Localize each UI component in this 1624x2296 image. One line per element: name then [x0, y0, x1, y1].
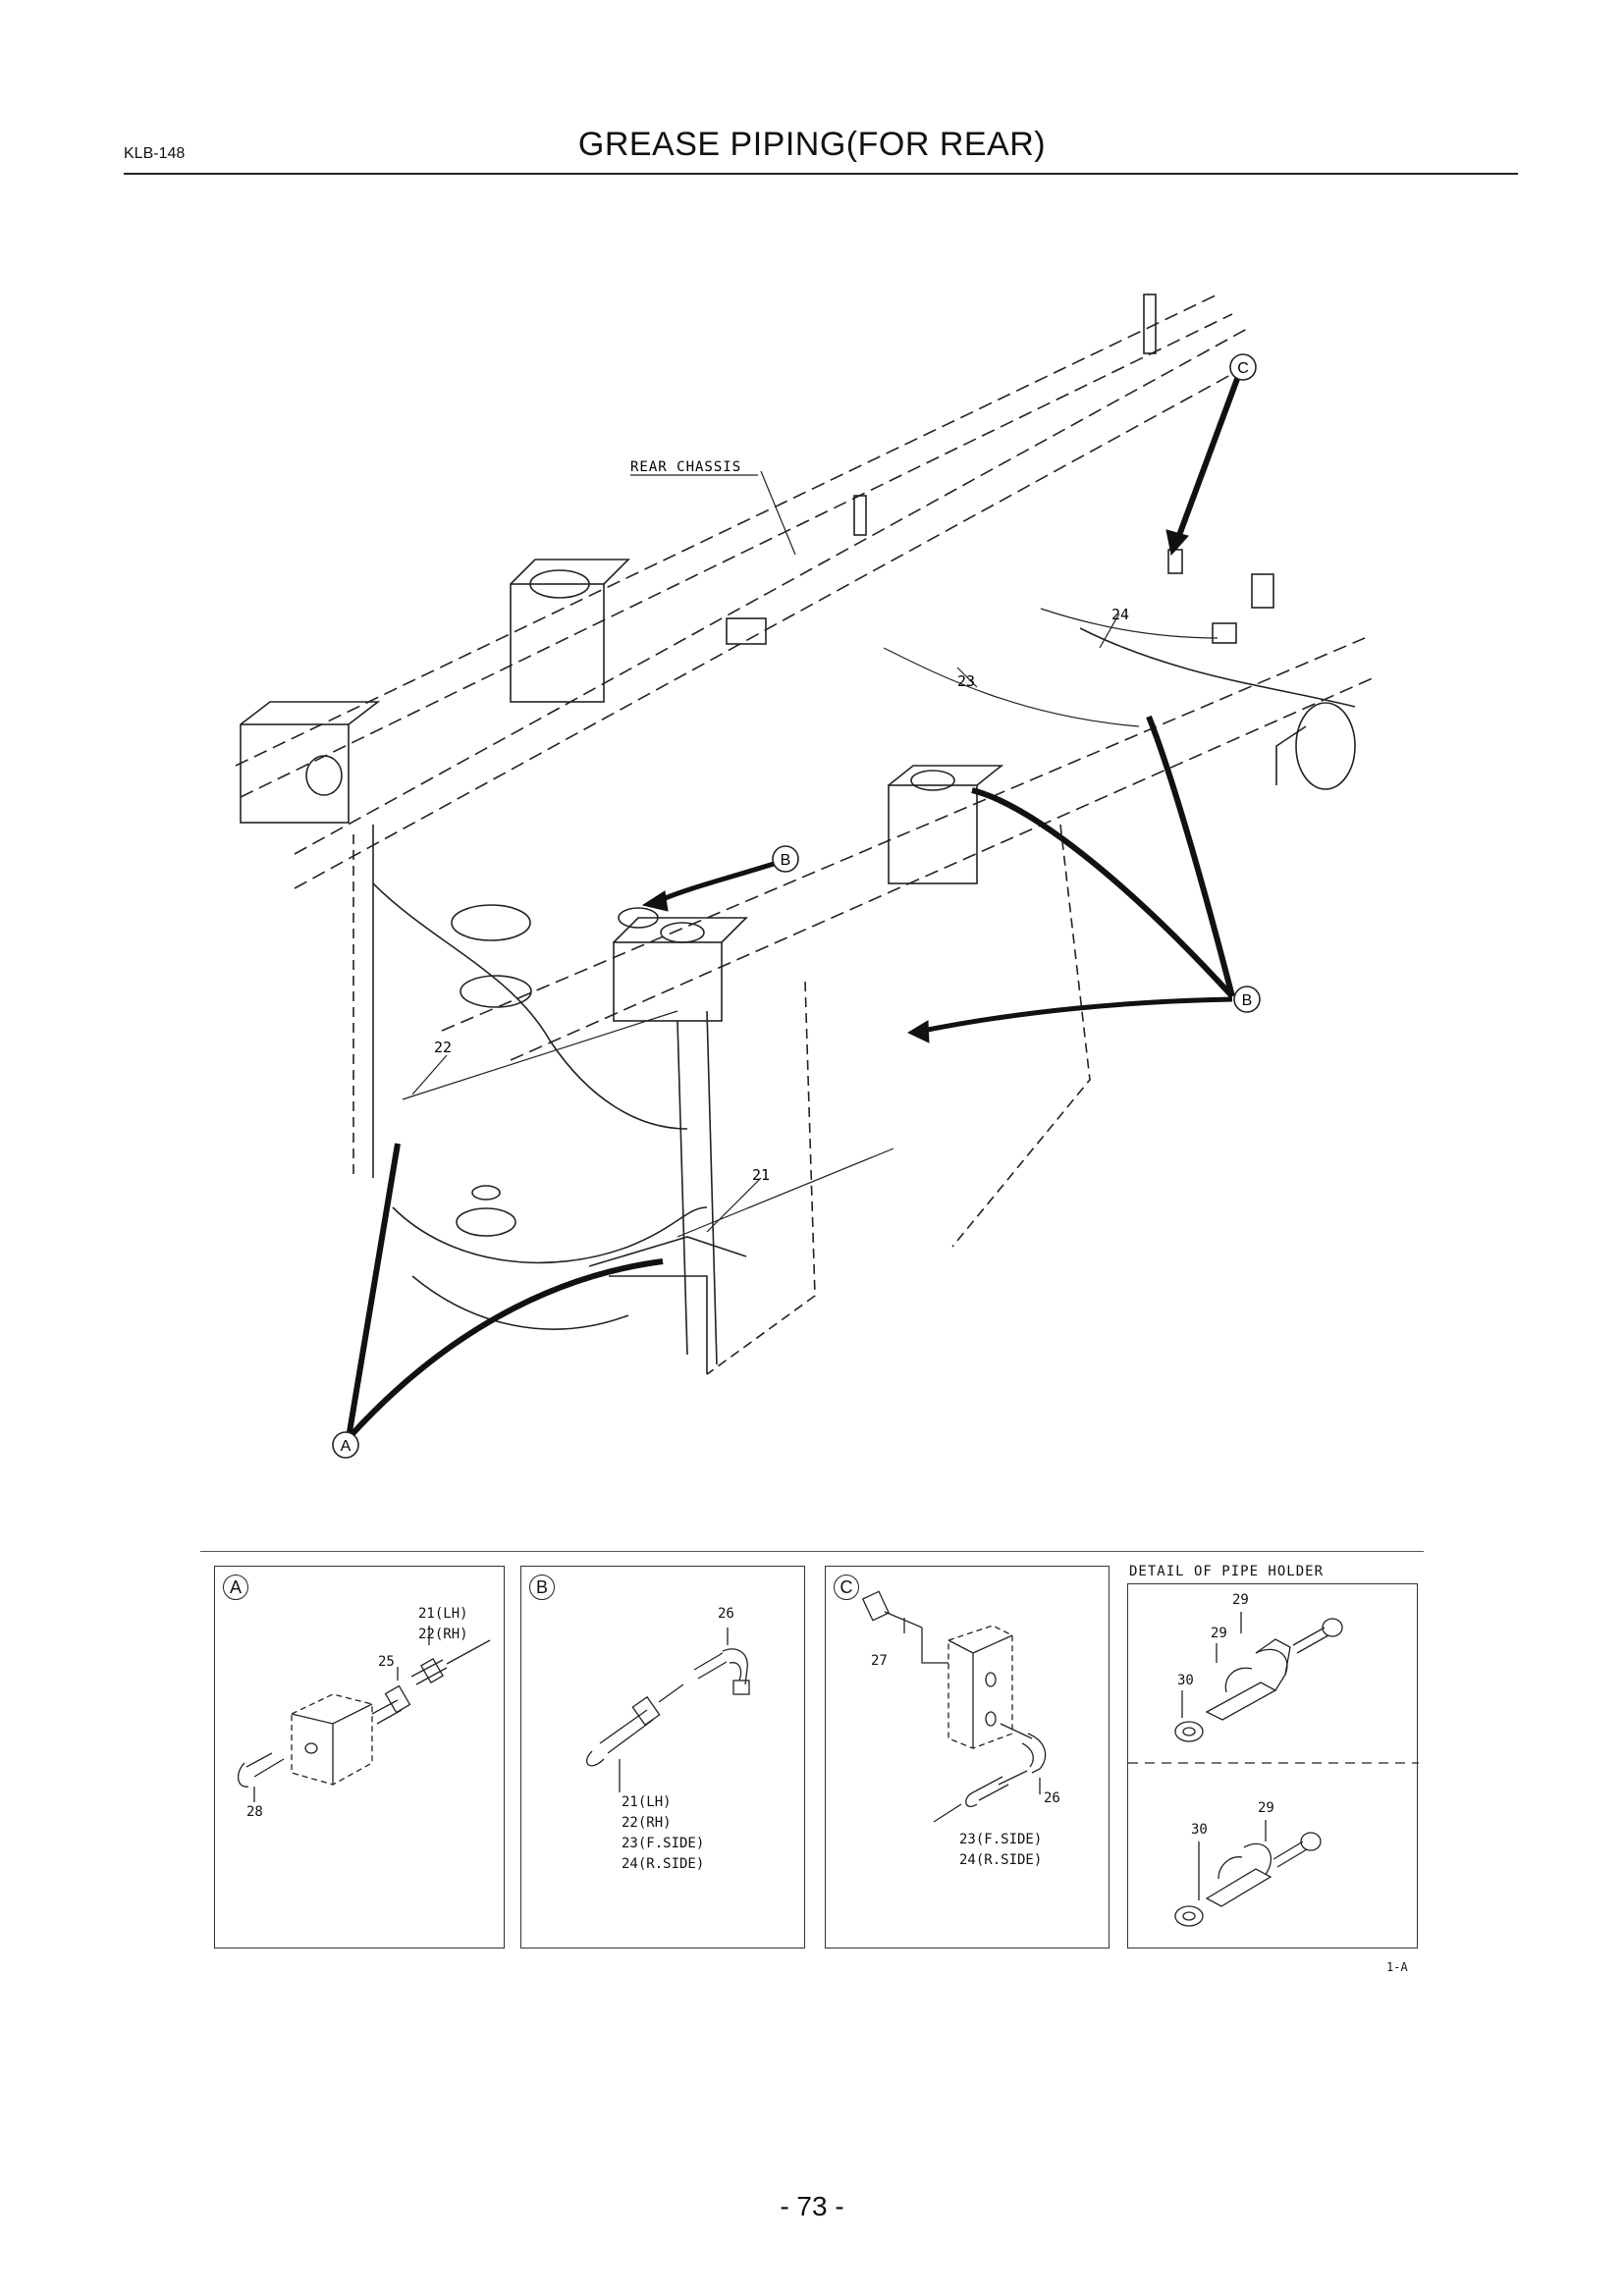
detail-c-marker: C — [834, 1575, 859, 1600]
part-21: 21 — [752, 1166, 770, 1184]
detail-b-line-3: 23(F.SIDE) — [622, 1836, 705, 1851]
detail-b-panel: B 26 21(LH) 22(RH) 23(F.SIDE) 24(R.SIDE) — [520, 1566, 805, 1949]
detail-a-panel: A 21(LH) 22(RH) 25 28 — [214, 1566, 505, 1949]
holder-top-part-29a: 29 — [1232, 1592, 1249, 1608]
title-rule — [124, 173, 1518, 175]
page-number: - 73 - — [780, 2191, 844, 2221]
part-23: 23 — [957, 672, 975, 690]
detail-c-part-27: 27 — [871, 1653, 888, 1669]
part-24: 24 — [1111, 606, 1129, 623]
part-22: 22 — [434, 1039, 452, 1056]
holder-bottom-part-30: 30 — [1191, 1822, 1208, 1838]
detail-c-panel: C 27 26 23(F.SIDE) 24(R.SIDE) — [825, 1566, 1110, 1949]
label-rear-chassis: REAR CHASSIS — [630, 459, 741, 475]
callout-c: C — [1237, 360, 1249, 377]
detail-a-part-28: 28 — [246, 1804, 263, 1820]
holder-bottom-part-29: 29 — [1258, 1800, 1274, 1816]
detail-c-line-2: 24(R.SIDE) — [959, 1852, 1043, 1868]
callout-a: A — [341, 1438, 352, 1455]
detail-b-line-1: 21(LH) — [622, 1794, 672, 1810]
section-divider — [200, 1551, 1424, 1552]
rear-chassis-diagram: C B B A REAR CHASSIS 21 22 23 24 — [235, 294, 1376, 1459]
holder-top-part-30: 30 — [1177, 1673, 1194, 1688]
detail-a-line-1: 21(LH) — [418, 1606, 468, 1622]
detail-c-line-1: 23(F.SIDE) — [959, 1832, 1043, 1847]
detail-c-part-26: 26 — [1044, 1790, 1060, 1806]
callout-b-lower: B — [1242, 992, 1253, 1009]
page-title: GREASE PIPING(FOR REAR) — [577, 126, 1047, 163]
detail-b-line-4: 24(R.SIDE) — [622, 1856, 705, 1872]
holder-top-part-29b: 29 — [1211, 1626, 1227, 1641]
page-code: KLB-148 — [124, 145, 186, 162]
pipe-holder-title: DETAIL OF PIPE HOLDER — [1129, 1564, 1325, 1579]
detail-b-line-2: 22(RH) — [622, 1815, 672, 1831]
detail-a-line-2: 22(RH) — [418, 1627, 468, 1642]
detail-a-part-25: 25 — [378, 1654, 395, 1670]
callout-b-upper: B — [781, 852, 791, 869]
pipe-holder-panel: 29 29 30 29 30 — [1127, 1583, 1419, 1949]
detail-b-marker: B — [529, 1575, 555, 1600]
figure-reference: 1-A — [1386, 1960, 1408, 1974]
detail-a-marker: A — [223, 1575, 248, 1600]
detail-b-part-26: 26 — [718, 1606, 734, 1622]
